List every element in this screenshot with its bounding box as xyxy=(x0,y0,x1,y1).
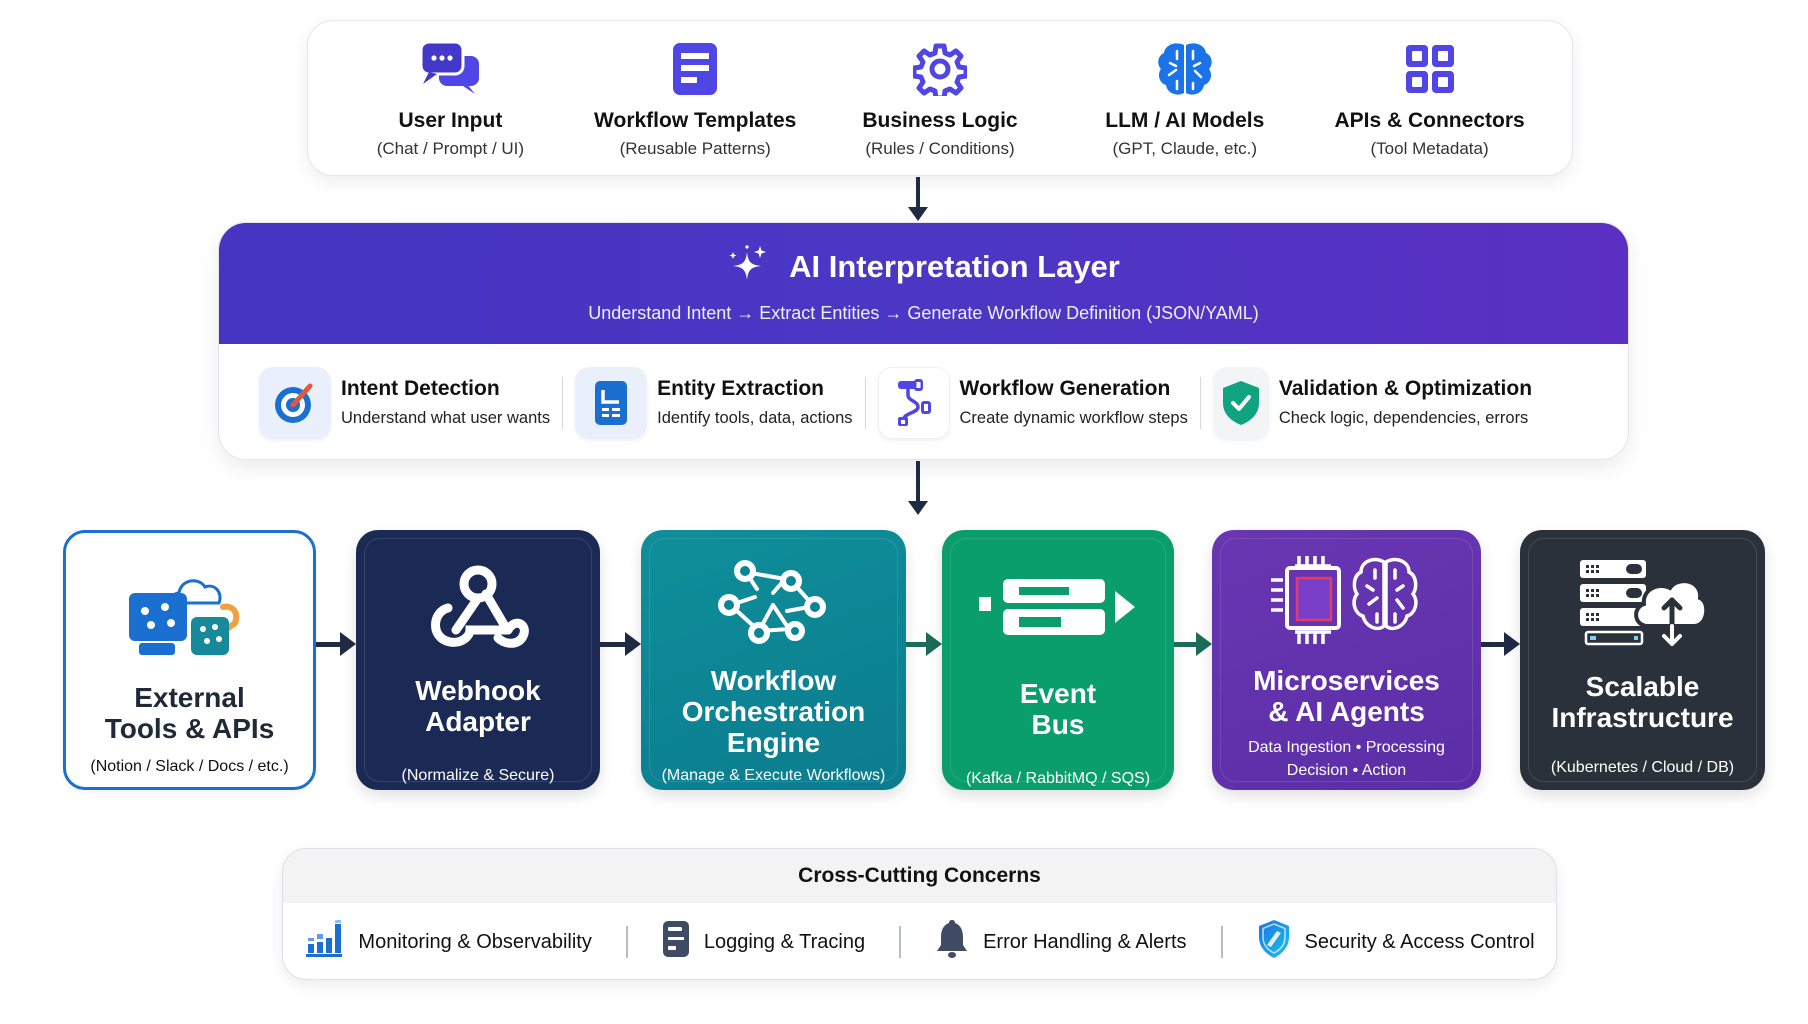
source-subtitle: (GPT, Claude, etc.) xyxy=(1112,139,1258,158)
step-subtitle: Create dynamic workflow steps xyxy=(959,409,1188,427)
flow-arrow-down xyxy=(908,177,928,221)
concern-label: Security & Access Control xyxy=(1304,930,1535,953)
cross-cutting-title: Cross-Cutting Concerns xyxy=(283,849,1556,903)
stage-subtitle: Data Ingestion • Processing Decision • A… xyxy=(1248,738,1445,779)
document-list-icon xyxy=(575,366,648,439)
concern-label: Monitoring & Observability xyxy=(358,930,592,953)
step-subtitle: Check logic, dependencies, errors xyxy=(1278,409,1529,427)
divider xyxy=(864,376,866,429)
source-title: Workflow Templates xyxy=(594,109,797,132)
stage-title: Scalable Infrastructure xyxy=(1551,671,1734,733)
concern-error-handling: Error Handling & Alerts xyxy=(935,919,1187,965)
grid-apps-icon xyxy=(1398,37,1462,101)
ai-step-validation: Validation & Optimization Check logic, d… xyxy=(1212,366,1533,439)
source-title: LLM / AI Models xyxy=(1105,109,1265,132)
flow-arrow-right xyxy=(316,632,356,656)
source-llm-models: LLM / AI Models (GPT, Claude, etc.) xyxy=(1070,37,1300,159)
ai-interpretation-layer: AI Interpretation Layer Understand Inten… xyxy=(218,222,1629,460)
source-apis-connectors: APIs & Connectors (Tool Metadata) xyxy=(1315,37,1545,159)
concern-label: Error Handling & Alerts xyxy=(983,930,1187,953)
cross-cutting-items: Monitoring & Observability Logging & Tra… xyxy=(283,903,1556,979)
apps-cloud-icon xyxy=(127,565,253,665)
ai-layer-subtitle: Understand Intent → Extract Entities → G… xyxy=(588,302,1259,323)
chip-brain-icon xyxy=(1267,550,1427,650)
input-sources-panel: User Input (Chat / Prompt / UI) Workflow… xyxy=(307,20,1573,176)
ai-step-entity-extraction: Entity Extraction Identify tools, data, … xyxy=(575,366,853,439)
network-graph-icon xyxy=(717,552,831,652)
webhook-icon xyxy=(426,556,530,656)
concern-security: Security & Access Control xyxy=(1257,919,1535,965)
event-queue-icon xyxy=(979,566,1137,649)
flow-arrow-right xyxy=(1481,632,1520,656)
step-title: Entity Extraction xyxy=(657,377,824,400)
stage-title: Webhook Adapter xyxy=(415,675,541,737)
chat-bubbles-icon xyxy=(418,37,482,101)
brain-icon xyxy=(1153,37,1217,101)
cross-cutting-concerns-panel: Cross-Cutting Concerns Monitoring & Obse… xyxy=(282,848,1557,980)
step-title: Workflow Generation xyxy=(959,377,1171,400)
bar-chart-icon xyxy=(304,920,344,964)
sparkles-icon xyxy=(727,244,769,291)
stage-external-tools: External Tools & APIs (Notion / Slack / … xyxy=(63,530,316,790)
log-document-icon xyxy=(662,920,690,964)
step-subtitle: Identify tools, data, actions xyxy=(657,409,853,427)
step-subtitle: Understand what user wants xyxy=(341,409,551,427)
ai-step-intent-detection: Intent Detection Understand what user wa… xyxy=(259,366,551,439)
gear-icon xyxy=(908,37,972,101)
step-title: Intent Detection xyxy=(341,377,500,400)
source-subtitle: (Rules / Conditions) xyxy=(865,139,1015,158)
document-template-icon xyxy=(663,37,727,101)
source-subtitle: (Tool Metadata) xyxy=(1370,139,1489,158)
ai-layer-title: AI Interpretation Layer xyxy=(789,249,1120,284)
ai-layer-header: AI Interpretation Layer Understand Inten… xyxy=(219,223,1628,344)
stage-subtitle: (Normalize & Secure) xyxy=(401,766,555,784)
stage-subtitle: (Kubernetes / Cloud / DB) xyxy=(1550,758,1735,776)
shield-check-icon xyxy=(1212,366,1269,439)
ai-layer-steps: Intent Detection Understand what user wa… xyxy=(219,344,1628,459)
source-workflow-templates: Workflow Templates (Reusable Patterns) xyxy=(580,37,810,159)
stage-microservices-agents: Microservices & AI Agents Data Ingestion… xyxy=(1212,530,1481,790)
shield-icon xyxy=(1257,919,1291,965)
flow-arrow-right xyxy=(1174,632,1212,656)
flow-arrow-right xyxy=(906,632,942,656)
source-user-input: User Input (Chat / Prompt / UI) xyxy=(335,37,565,159)
stage-subtitle: (Kafka / RabbitMQ / SQS) xyxy=(965,769,1151,787)
divider xyxy=(1220,926,1223,958)
stage-title: Event Bus xyxy=(1019,678,1097,741)
stage-title: Microservices & AI Agents xyxy=(1253,665,1440,727)
divider xyxy=(899,926,902,958)
source-business-logic: Business Logic (Rules / Conditions) xyxy=(825,37,1055,159)
concern-monitoring: Monitoring & Observability xyxy=(304,920,592,964)
divider xyxy=(1199,376,1201,429)
stage-subtitle: (Manage & Execute Workflows) xyxy=(661,767,886,785)
stage-subtitle: (Notion / Slack / Docs / etc.) xyxy=(90,757,289,775)
ai-step-workflow-generation: Workflow Generation Create dynamic workf… xyxy=(877,366,1188,439)
stage-workflow-orchestration: Workflow Orchestration Engine (Manage & … xyxy=(641,530,906,790)
stage-scalable-infrastructure: Scalable Infrastructure (Kubernetes / Cl… xyxy=(1520,530,1765,790)
concern-label: Logging & Tracing xyxy=(703,930,866,953)
target-icon xyxy=(259,366,331,439)
divider xyxy=(625,926,628,958)
stage-webhook-adapter: Webhook Adapter (Normalize & Secure) xyxy=(356,530,600,790)
source-title: APIs & Connectors xyxy=(1334,109,1525,132)
stage-title: External Tools & APIs xyxy=(104,682,275,744)
workflow-branch-icon xyxy=(877,366,950,439)
step-title: Validation & Optimization xyxy=(1278,377,1533,400)
source-title: Business Logic xyxy=(862,109,1018,132)
flow-arrow-down xyxy=(908,461,928,516)
source-title: User Input xyxy=(398,109,503,132)
server-cloud-icon xyxy=(1578,556,1708,656)
source-subtitle: (Chat / Prompt / UI) xyxy=(376,139,525,158)
concern-logging: Logging & Tracing xyxy=(662,920,865,964)
source-subtitle: (Reusable Patterns) xyxy=(619,139,771,158)
flow-arrow-right xyxy=(600,632,641,656)
bell-icon xyxy=(935,919,969,965)
stage-title: Workflow Orchestration Engine xyxy=(681,665,866,758)
stage-event-bus: Event Bus (Kafka / RabbitMQ / SQS) xyxy=(942,530,1174,790)
divider xyxy=(562,376,564,429)
